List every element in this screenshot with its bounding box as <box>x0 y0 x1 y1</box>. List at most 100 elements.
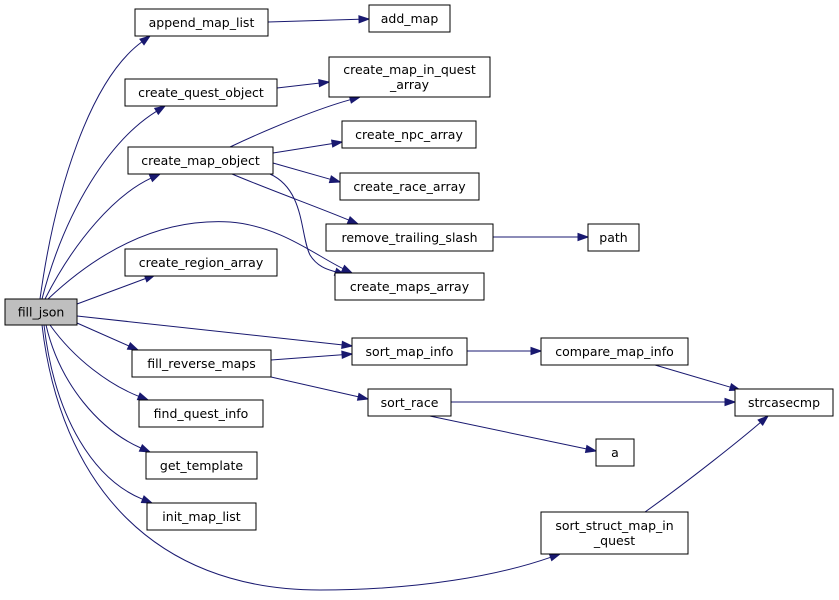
arrowhead-icon <box>757 415 770 427</box>
node-box <box>367 388 452 417</box>
edge-line <box>45 324 142 449</box>
node-box <box>351 337 468 366</box>
edge-create_quest_object-to-create_map_in_quest_array <box>276 79 331 89</box>
edge-line <box>276 82 320 89</box>
node-box <box>734 388 834 417</box>
arrowhead-icon <box>139 35 152 46</box>
node-box <box>145 451 258 480</box>
node-box <box>325 223 494 252</box>
node-add-map[interactable]: add_map <box>368 4 451 33</box>
node-label: sort_race <box>381 395 439 410</box>
node-strcasecmp[interactable]: strcasecmp <box>734 388 834 417</box>
node-box <box>4 298 78 326</box>
node-label: create_map_object <box>141 153 260 168</box>
edge-line <box>44 177 152 300</box>
node-box <box>334 272 485 301</box>
node-create-region-array[interactable]: create_region_array <box>124 248 278 277</box>
node-label: sort_struct_map_in <box>555 518 673 533</box>
node-label: fill_reverse_maps <box>147 356 256 371</box>
node-fill-json[interactable]: fill_json <box>4 298 78 326</box>
edge-line <box>39 41 143 300</box>
edge-sort_race-to-a <box>424 414 598 453</box>
node-label: init_map_list <box>162 509 240 524</box>
arrowhead-icon <box>548 553 562 562</box>
node-label: get_template <box>160 458 244 473</box>
node-box <box>341 120 477 149</box>
node-compare-map-info[interactable]: compare_map_info <box>540 337 689 366</box>
arrowhead-icon <box>584 444 598 453</box>
edge-sort_race-to-strcasecmp <box>451 397 737 407</box>
arrowhead-icon <box>341 340 354 350</box>
arrowhead-icon <box>724 397 737 407</box>
arrowhead-icon <box>140 495 154 504</box>
edge-line <box>644 422 761 513</box>
edge-line <box>76 322 130 347</box>
node-box <box>124 248 278 277</box>
node-create-maps-array[interactable]: create_maps_array <box>334 272 485 301</box>
node-create-map-object[interactable]: create_map_object <box>127 146 274 175</box>
edge-line <box>270 376 359 398</box>
node-label: create_maps_array <box>350 279 470 294</box>
edge-fill_json-to-fill_reverse_maps <box>76 322 140 351</box>
edge-line <box>41 110 157 300</box>
node-label: _array <box>389 77 430 92</box>
node-box <box>540 337 689 366</box>
node-sort-race[interactable]: sort_race <box>367 388 452 417</box>
node-create-race-array[interactable]: create_race_array <box>339 172 480 201</box>
node-label: find_quest_info <box>154 406 249 421</box>
node-box <box>124 78 278 107</box>
arrowhead-icon <box>330 139 344 148</box>
edge-fill_json-to-sort_map_info <box>76 315 354 350</box>
node-a[interactable]: a <box>595 438 635 467</box>
arrowhead-icon <box>530 346 543 356</box>
arrowhead-icon <box>346 216 360 225</box>
edge-fill_json-to-get_template <box>45 324 152 453</box>
edge-line <box>41 324 551 591</box>
node-find-quest-info[interactable]: find_quest_info <box>138 399 264 428</box>
node-box <box>131 349 272 378</box>
arrowhead-icon <box>328 175 342 184</box>
node-create-quest-object[interactable]: create_quest_object <box>124 78 278 107</box>
node-box <box>587 223 640 252</box>
node-box <box>138 399 264 428</box>
node-create-npc-array[interactable]: create_npc_array <box>341 120 477 149</box>
node-label: strcasecmp <box>748 395 820 410</box>
node-label: create_quest_object <box>138 85 264 100</box>
node-box <box>328 56 491 98</box>
edge-fill_json-to-init_map_list <box>43 324 154 504</box>
edge-line <box>424 414 587 450</box>
node-label: _quest <box>593 533 635 548</box>
edge-line <box>229 99 351 148</box>
node-label: remove_trailing_slash <box>341 230 477 245</box>
node-sort-struct-map-in-quest[interactable]: sort_struct_map_in_quest <box>540 511 689 555</box>
edge-line <box>269 173 336 273</box>
edge-fill_json-to-create_quest_object <box>41 105 167 300</box>
arrowhead-icon <box>340 264 354 274</box>
node-append-map-list[interactable]: append_map_list <box>134 8 269 37</box>
arrowhead-icon <box>153 105 167 116</box>
node-create-map-in-quest-array[interactable]: create_map_in_quest_array <box>328 56 491 98</box>
arrowhead-icon <box>358 15 371 24</box>
arrowhead-icon <box>138 443 152 453</box>
edge-fill_json-to-create_maps_array <box>47 221 354 300</box>
node-box <box>146 502 257 531</box>
node-box <box>368 4 451 33</box>
edge-create_map_object-to-create_npc_array <box>272 139 344 154</box>
node-remove-trailing-slash[interactable]: remove_trailing_slash <box>325 223 494 252</box>
node-box <box>540 511 689 555</box>
node-fill-reverse-maps[interactable]: fill_reverse_maps <box>131 349 272 378</box>
node-path[interactable]: path <box>587 223 640 252</box>
node-sort-map-info[interactable]: sort_map_info <box>351 337 468 366</box>
edge-fill_json-to-create_map_object <box>44 173 162 300</box>
arrowhead-icon <box>136 392 150 401</box>
node-box <box>595 438 635 467</box>
node-get-template[interactable]: get_template <box>145 451 258 480</box>
arrowhead-icon <box>356 392 370 401</box>
node-init-map-list[interactable]: init_map_list <box>146 502 257 531</box>
edge-line <box>272 143 333 154</box>
node-label: a <box>611 445 619 460</box>
edge-line <box>654 364 731 388</box>
node-box <box>127 146 274 175</box>
edge-sort_map_info-to-compare_map_info <box>467 346 543 356</box>
